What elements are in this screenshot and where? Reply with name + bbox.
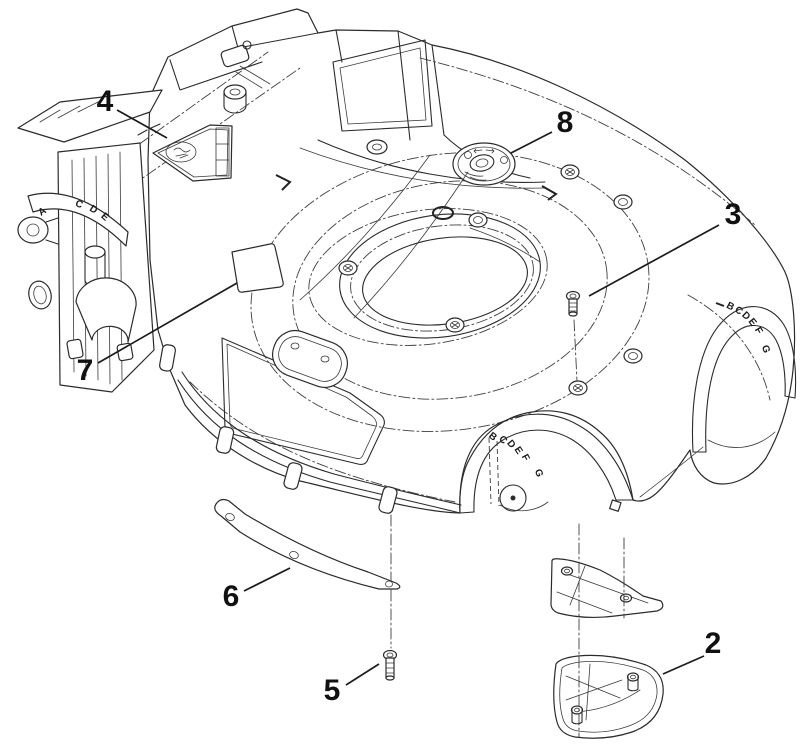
front-skirt [159, 154, 469, 514]
handle-mount-bracket [220, 40, 271, 89]
skirt-peg [283, 462, 303, 490]
callout-2-leader-line [662, 655, 705, 675]
model-label [231, 243, 284, 293]
height-adjust-pivot [499, 484, 527, 512]
bolt-boss [468, 212, 488, 228]
callout-5-leader-line [345, 663, 380, 686]
bolt-boss [445, 317, 465, 333]
skirt-peg [215, 426, 235, 454]
callout-8: 8 [557, 106, 574, 139]
pivot-center [510, 495, 516, 501]
screw-tower [619, 593, 633, 603]
screw-3 [565, 290, 581, 382]
bolt-boss [623, 348, 643, 364]
right-wheel-arch [691, 302, 797, 453]
front-mount-pad [272, 329, 348, 389]
hoc-letter-front_arch-E: E [512, 445, 525, 457]
cable-clip [541, 185, 558, 201]
callouts: 2 3 4 5 6 7 8 [77, 85, 742, 707]
hoc-letter-left_bracket-C: C [74, 198, 85, 211]
callout-6: 6 [223, 580, 240, 613]
cap-curved-text [464, 171, 487, 181]
blade-hazard-icon [173, 147, 191, 159]
callout-7: 7 [77, 354, 94, 387]
axle-boss [17, 216, 49, 244]
callout-3-leader-line [588, 224, 720, 297]
deflector-upper [550, 558, 664, 619]
oil-fill-hole [432, 206, 454, 220]
warning-label [152, 124, 233, 182]
hoc-letter-front_arch-G: G [532, 468, 545, 479]
cap-screw [500, 156, 508, 164]
callout-8-leader-line [510, 131, 553, 154]
hoc-letter-right_arch-G: G [759, 344, 772, 355]
bolt-boss [366, 139, 388, 155]
hoc-letter-left_bracket-D: D [87, 203, 99, 216]
bolt-boss [560, 164, 580, 180]
callout-5: 5 [324, 674, 341, 707]
cable-clip [275, 174, 292, 191]
callout-2: 2 [705, 627, 722, 660]
height-quadrant-rail [27, 192, 129, 247]
front-wheel-arch [459, 413, 634, 514]
cap-screw [464, 151, 472, 159]
arrow-marks [473, 148, 495, 154]
clip [609, 499, 622, 512]
deck-bolt-bosses [338, 164, 643, 396]
letter-wedge [715, 302, 725, 307]
hoc-letter-right_arch-B: B [724, 300, 736, 313]
callout-6-leader-line [243, 567, 291, 592]
skirt-peg [159, 344, 176, 372]
axle-clamp [66, 277, 137, 362]
screw-5 [382, 514, 398, 681]
side-discharge-deflector [553, 654, 664, 739]
bolt-boss [223, 84, 247, 114]
hoc-letter-right_arch-F: F [752, 325, 765, 336]
mower-deck-housing [147, 8, 796, 514]
bolt-boss [613, 194, 633, 210]
hoc-letter-front_arch-F: F [519, 453, 532, 464]
washout-port-cap [452, 142, 516, 186]
alignment-lines [578, 523, 625, 738]
bolt-boss [568, 380, 588, 396]
screw-tower [626, 672, 640, 692]
oval-hole [28, 280, 52, 310]
ridge-marks [137, 123, 161, 136]
rear-housing [137, 25, 558, 201]
callout-3: 3 [725, 198, 742, 231]
callout-4: 4 [97, 85, 114, 118]
screw-tower [560, 566, 574, 576]
wear-strip [214, 498, 401, 590]
callout-7-leader-line [97, 282, 238, 364]
screw-tower [570, 705, 584, 725]
height-adjuster-bracket [17, 89, 163, 393]
skirt-peg [378, 486, 398, 514]
discharge-opening [609, 446, 704, 512]
bolt-boss [338, 260, 358, 276]
callout-4-leader-line [116, 109, 168, 139]
